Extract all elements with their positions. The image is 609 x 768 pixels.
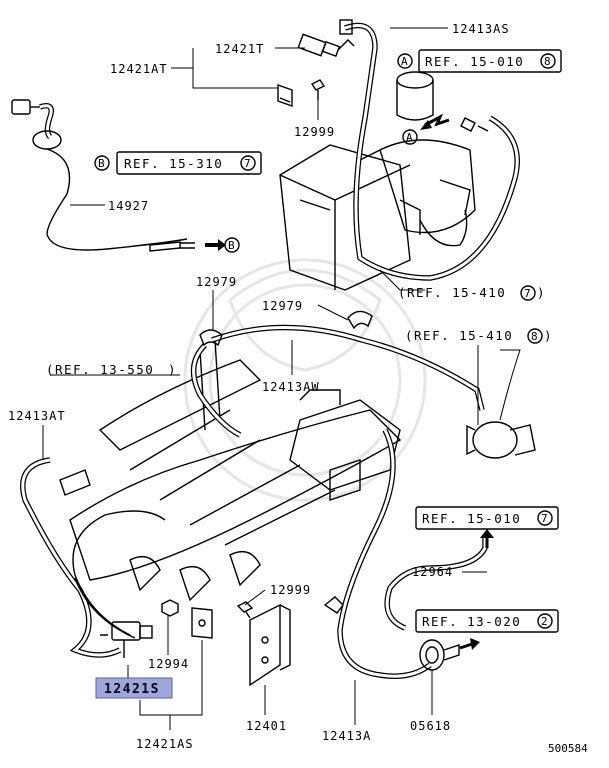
hose-12413AT (20, 457, 122, 658)
valve-15-410-8 (466, 421, 536, 459)
label-12999-low: 12999 (270, 583, 311, 597)
ref-num: 2 (541, 615, 548, 628)
highlight-box-12421S (95, 677, 173, 699)
ref-15-310-7[interactable]: B REF. 15-310 7 (94, 151, 262, 175)
ref-text: (REF. 13-550 (46, 362, 154, 377)
ref-15-010-7[interactable]: REF. 15-010 7 (415, 506, 559, 530)
ref-num: 7 (524, 287, 531, 300)
solenoid-12421S (100, 621, 153, 658)
leader-lines (42, 27, 521, 730)
marker-A: A (401, 55, 408, 68)
canister-assembly (279, 71, 476, 291)
bolt-12999-low (236, 601, 254, 619)
label-12421S[interactable]: 12421S (104, 682, 160, 697)
label-12421AT: 12421AT (110, 62, 168, 76)
ref-text: (REF. 15-410 (405, 328, 513, 343)
ref-num: 7 (244, 157, 251, 170)
bracket-12421AT (277, 84, 293, 107)
label-12421T: 12421T (215, 42, 264, 56)
label-12413A: 12413A (322, 729, 371, 743)
ref-close: ) (168, 362, 177, 377)
label-12979-mid: 12979 (262, 299, 303, 313)
clip-12979-left (199, 329, 223, 347)
label-12964: 12964 (412, 565, 453, 579)
ref-num: 8 (531, 330, 538, 343)
connector-12421T (297, 19, 355, 57)
label-12413AS: 12413AS (452, 22, 510, 36)
marker-B-arrow-text: B (228, 239, 235, 252)
label-05618: 05618 (410, 719, 451, 733)
nut-12994 (161, 599, 179, 617)
label-14927: 14927 (108, 199, 149, 213)
intake-manifold (59, 339, 402, 602)
hose-12413AW (190, 324, 485, 438)
diagram-id: 500584 (548, 742, 588, 755)
ref-num: 7 (541, 512, 548, 525)
label-12979-left: 12979 (196, 275, 237, 289)
bolt-12999-top (310, 79, 326, 100)
ref-close: ) (544, 328, 553, 343)
bracket-12401 (249, 603, 291, 687)
bracket-12421AS (191, 607, 213, 639)
arrow-up-15-010 (480, 529, 494, 548)
label-12401: 12401 (246, 719, 287, 733)
ref-num: 8 (544, 55, 551, 68)
ref-15-010-8-top[interactable]: A REF. 15-010 8 (397, 49, 562, 73)
marker-A-inline-text: A (406, 131, 413, 144)
ref-15-410-7[interactable]: (REF. 15-410 7 ) (398, 285, 546, 301)
arrow-to-13-020 (459, 638, 480, 650)
hose-lower-left (72, 510, 166, 639)
ref-text: REF. 15-310 (124, 156, 223, 171)
label-12413AW: 12413AW (262, 380, 320, 394)
ref-close: ) (537, 285, 546, 300)
ref-text: REF. 15-010 (422, 511, 521, 526)
label-12421AS: 12421AS (136, 737, 194, 751)
ref-15-410-8[interactable]: (REF. 15-410 8 ) (405, 328, 553, 344)
hose-12413AS (344, 22, 520, 281)
label-12999-top: 12999 (294, 125, 335, 139)
ref-text: REF. 13-020 (422, 614, 521, 629)
label-12994: 12994 (148, 657, 189, 671)
marker-A-inline: A (402, 129, 418, 145)
hose-12413A (323, 428, 432, 679)
ref-13-550[interactable]: (REF. 13-550 ) (46, 362, 177, 377)
ref-text: (REF. 15-410 (398, 285, 506, 300)
marker-B-arrow: B (224, 237, 240, 253)
clip-12979-mid (347, 310, 373, 330)
hose-12964 (384, 536, 488, 631)
ref-text: REF. 15-010 (425, 54, 524, 69)
marker-circle-A (397, 53, 413, 69)
arrow-B (205, 239, 226, 251)
sensor-14927 (11, 99, 195, 252)
marker-B: B (98, 157, 105, 170)
label-12413AT: 12413AT (8, 409, 66, 423)
ref-13-020-2[interactable]: REF. 13-020 2 (415, 609, 559, 633)
arrow-A-inline (420, 113, 450, 130)
